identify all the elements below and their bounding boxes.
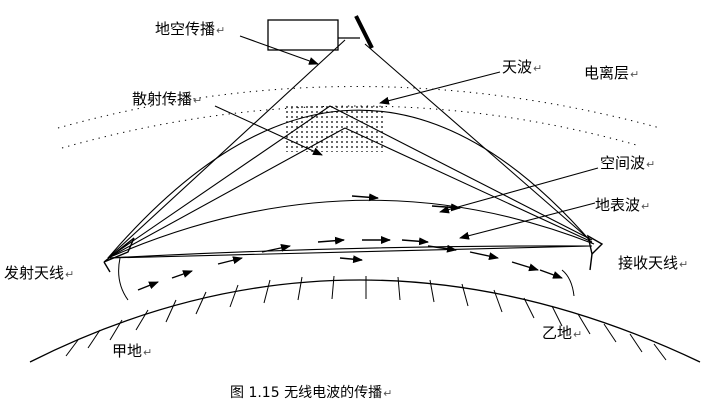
label-sky-wave: 天波↵ [502,58,543,76]
elevation-angle-arcs [118,257,575,301]
ray-scatter-tx-1 [107,105,331,259]
ionosphere-layer [57,86,661,149]
ray-sky-wave [107,109,593,259]
ray-scatter-rx-1 [329,105,593,241]
ray-scatter-tx-2 [107,127,346,259]
space-wave-arrow [351,193,379,202]
satellite-body [267,19,339,51]
caption-number: 图 1.15 [230,385,280,401]
ray-direct [107,245,593,259]
ray-ground-to-space-up [107,39,346,259]
label-ionosphere: 电离层↵ [584,64,640,82]
label-ground-to-space: 地空传播↵ [155,20,226,38]
receive-antenna-icon [586,234,604,271]
ray-scatter-rx-2 [344,127,593,243]
label-pointers [214,35,599,240]
label-transmit-antenna: 发射天线↵ [4,264,75,282]
ray-ground-to-space-down [364,43,591,241]
label-space-wave: 空间波↵ [600,154,656,172]
label-scatter: 散射传播↵ [132,90,203,108]
label-site-a: 甲地↵ [112,342,153,360]
ray-space-wave [107,199,595,259]
label-site-b: 乙地↵ [542,324,583,342]
earth-hatching [65,275,667,361]
satellite-panel-icon [354,15,374,49]
figure-caption: 图 1.15 无线电波的传播↵ [230,385,393,401]
earth-surface [29,279,701,363]
caption-text: 无线电波的传播 [284,385,383,401]
label-ground-wave: 地表波↵ [595,196,651,214]
ray-ground-wave [107,245,593,259]
label-receive-antenna: 接收天线↵ [618,254,689,272]
